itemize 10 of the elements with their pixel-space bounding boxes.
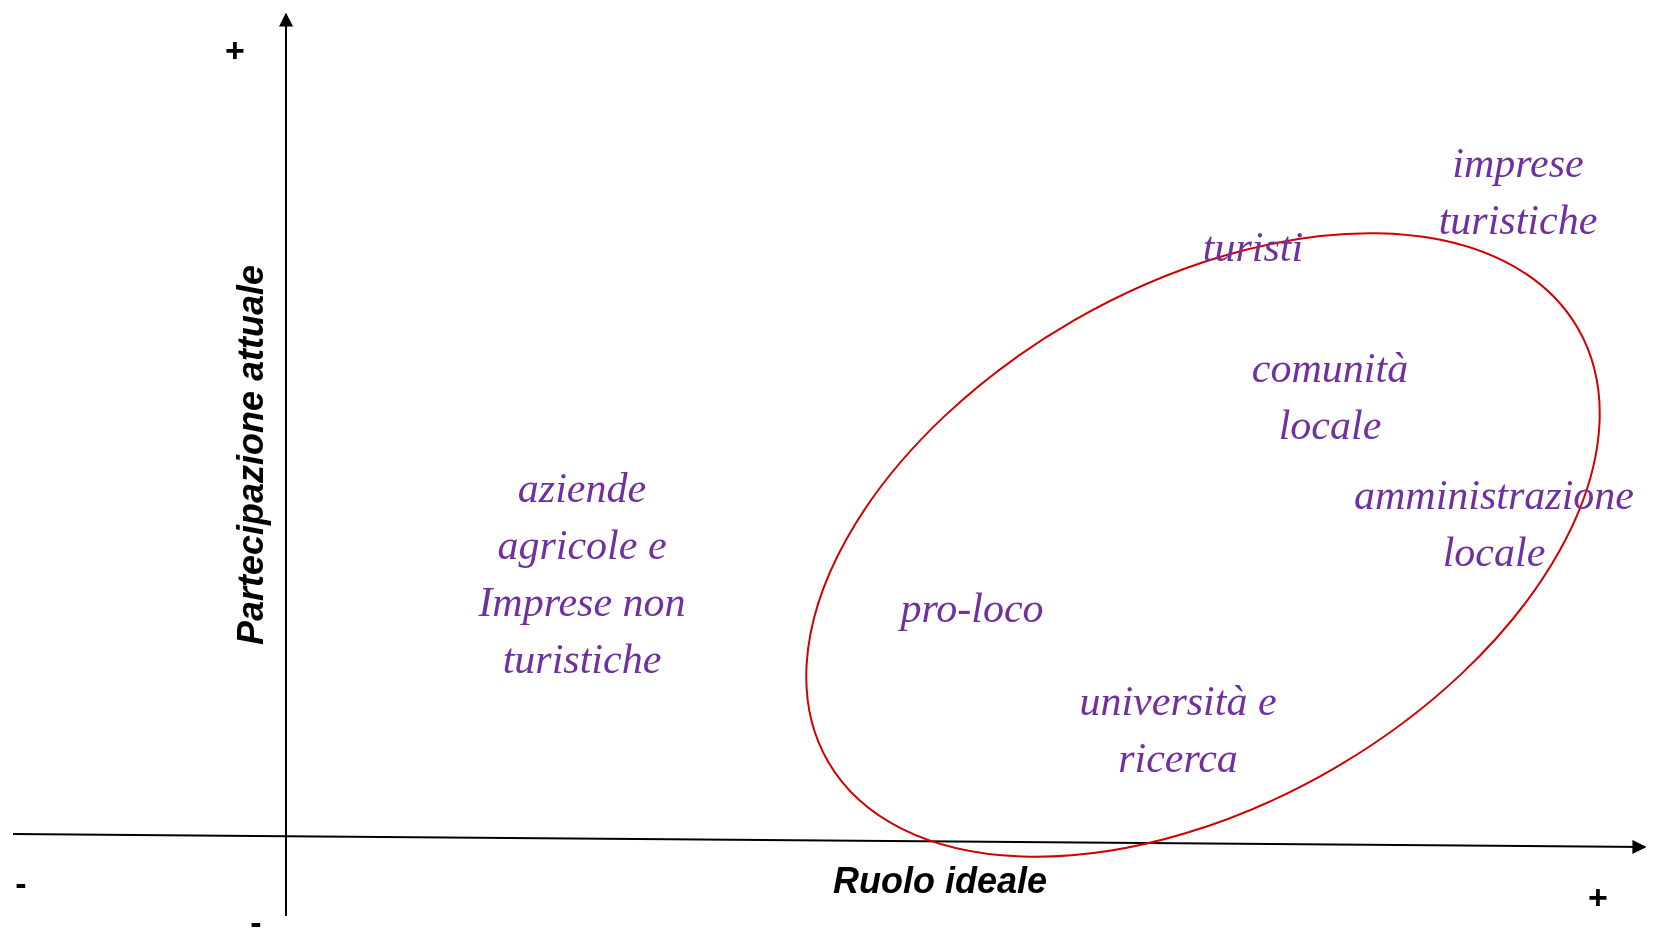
- stakeholder-label: aziende agricole e Imprese non turistiche: [477, 464, 687, 684]
- stakeholder-label: pro-loco: [897, 583, 1045, 633]
- axis-end-sign: +: [1588, 879, 1608, 915]
- axis-end-sign: -: [15, 865, 27, 901]
- axis-title: Partecipazione attuale: [230, 264, 272, 646]
- axis-end-sign: -: [250, 904, 262, 932]
- stakeholder-label: imprese turistiche: [1437, 139, 1599, 245]
- axis-end-sign: +: [225, 32, 245, 68]
- axis-title: Ruolo ideale: [833, 860, 1047, 902]
- stakeholder-label: università e ricerca: [1078, 677, 1278, 783]
